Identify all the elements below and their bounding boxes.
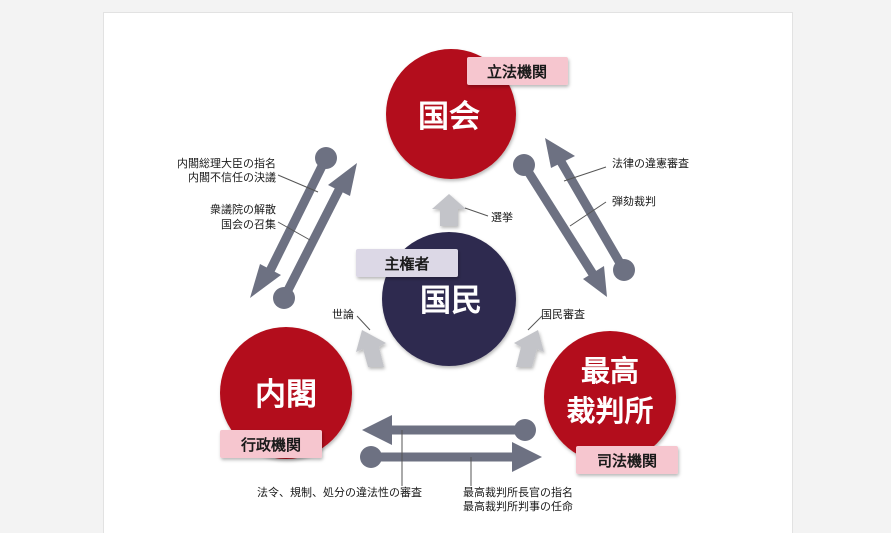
arrow-diet-to-cabinet [250,147,337,298]
label-impeachment: 弾劾裁判 [612,194,656,208]
label-national-review: 国民審査 [541,307,585,321]
arrow-people-to-court [514,330,544,367]
people-name: 国民 [420,283,482,319]
arrow-diet-to-court [513,154,607,297]
label-pm-nomination: 内閣総理大臣の指名 [177,156,276,170]
leader-lines [277,166,607,486]
label-justice-appointment: 最高裁判所判事の任命 [463,499,573,513]
label-chief-justice-nomination: 最高裁判所長官の指名 [463,485,573,499]
svg-text:主権者: 主権者 [384,255,429,273]
label-dissolution: 衆議院の解散 [210,202,276,216]
cabinet-name: 内閣 [255,377,317,413]
separation-of-powers-diagram: 国会 国民 内閣 最高 裁判所 立法機関 主権者 行政機関 司法機関 内閣総理大… [177,49,689,513]
label-constitutional-review: 法律の違憲審査 [612,156,689,170]
diet-name: 国会 [418,99,480,135]
arrow-people-to-diet [432,194,466,226]
label-convocation: 国会の召集 [221,217,276,231]
arrow-people-to-cabinet [356,330,386,367]
court-tag: 司法機関 [576,446,678,474]
svg-text:司法機関: 司法機関 [597,452,657,470]
court-name-line1: 最高 [581,354,639,388]
label-no-confidence: 内閣不信任の決議 [188,170,276,184]
svg-text:立法機関: 立法機関 [487,63,547,81]
diet-tag: 立法機関 [467,57,568,85]
cabinet-circle [220,327,352,459]
arrow-cabinet-to-diet [273,163,357,309]
label-legality-review: 法令、規制、処分の違法性の審査 [257,485,422,499]
court-circle [544,331,676,463]
svg-text:行政機関: 行政機関 [240,436,301,454]
label-election: 選挙 [491,211,513,224]
arrow-cabinet-to-court [360,442,542,472]
arrow-court-to-cabinet [362,415,536,445]
court-name-line2: 裁判所 [566,394,653,428]
people-tag: 主権者 [356,249,458,277]
label-public-opinion: 世論 [332,307,354,321]
cabinet-tag: 行政機関 [220,430,322,458]
